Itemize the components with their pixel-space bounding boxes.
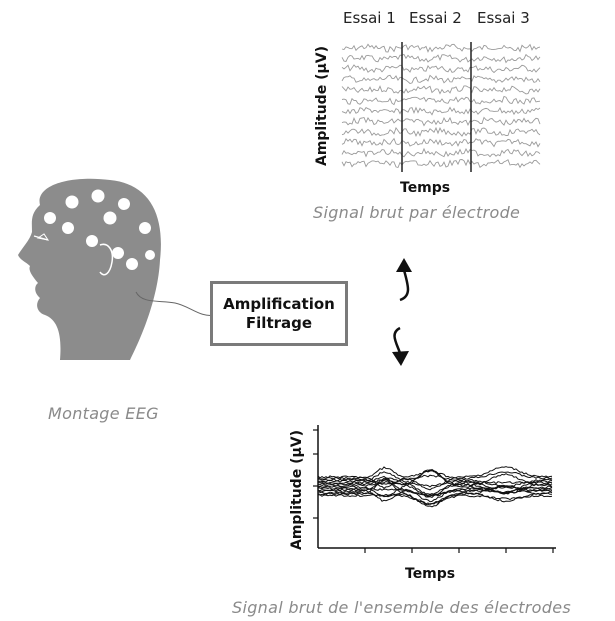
eeg-trace [341,137,541,148]
electrode [145,250,155,260]
electrode [126,258,138,270]
eeg-trace [317,491,553,508]
top-caption: Signal brut par électrode [313,203,521,222]
eeg-trace [317,488,553,502]
arrow-down-icon [392,326,409,366]
electrode [86,235,98,247]
eeg-trace [341,116,541,127]
eeg-trace [317,479,553,505]
eeg-trace [341,85,541,95]
eeg-trace [341,126,541,138]
eeg-trace [341,53,541,64]
eeg-trace [341,147,541,158]
bottom-y-axis-label: Amplitude (µV) [289,429,305,551]
trial-label-1: Essai 1 [343,9,396,27]
eeg-trace [341,106,541,116]
electrode [65,195,79,209]
eeg-trace [317,466,553,491]
processing-line-2: Filtrage [245,313,313,332]
eeg-trace [341,95,541,106]
trial-label-2: Essai 2 [409,9,462,27]
arrow-up-icon [396,258,412,302]
top-y-axis-label: Amplitude (µV) [314,45,330,167]
electrode [118,198,130,210]
eeg-trace [317,493,553,506]
top-x-axis-label: Temps [400,180,451,196]
electrode [103,211,117,225]
electrode [139,222,151,234]
bottom-x-axis-label: Temps [405,566,456,582]
eeg-trace [317,474,553,488]
processing-line-1: Amplification [223,294,335,313]
bottom-caption: Signal brut de l'ensemble des électrodes [232,598,572,617]
eeg-trace [317,475,553,497]
electrode [112,247,124,259]
eeg-trace [341,43,541,53]
bottom-eeg-traces [317,466,553,508]
eeg-trace [317,469,553,498]
electrode [91,189,105,203]
eeg-trace [341,74,541,85]
electrode [62,222,74,234]
head-caption: Montage EEG [48,404,159,423]
trial-label-3: Essai 3 [477,9,530,27]
head-icon [18,178,216,360]
top-eeg-traces [341,43,541,169]
eeg-trace [341,158,541,169]
electrode [44,212,56,224]
eeg-trace [341,64,541,74]
eeg-trace [317,477,553,496]
processing-box: Amplification Filtrage [210,281,348,346]
